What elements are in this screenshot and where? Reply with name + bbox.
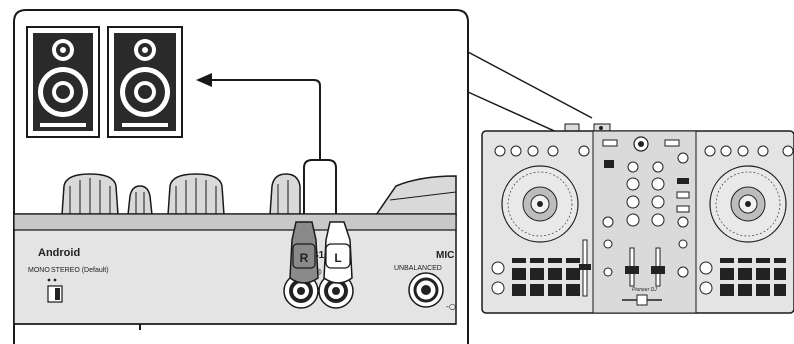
speaker-left — [26, 26, 100, 138]
mic-level-icon: -○ — [446, 302, 456, 311]
rear-knobs — [61, 173, 457, 216]
android-label: Android — [38, 247, 80, 259]
s1-label: S1 — [312, 250, 325, 261]
plug-l-label: L — [334, 251, 341, 265]
brand-label: Pioneer DJ — [632, 287, 657, 293]
stereo-label: STEREO (Default) — [51, 267, 109, 274]
mic-label: MIC — [436, 250, 454, 261]
mono-label: MONO — [28, 267, 50, 274]
speaker-right — [107, 26, 183, 138]
rca-plug-r — [289, 221, 319, 284]
mic-jack[interactable] — [408, 272, 444, 308]
dj-controller: Pioneer DJ — [481, 123, 794, 314]
audio-cable — [196, 73, 337, 222]
plug-r-label: R — [300, 251, 309, 265]
mono-stereo-switch[interactable] — [47, 278, 63, 303]
arrow-icon — [196, 73, 212, 87]
unbalanced-label: UNBALANCED — [394, 265, 442, 272]
rca-plug-l — [323, 221, 353, 284]
